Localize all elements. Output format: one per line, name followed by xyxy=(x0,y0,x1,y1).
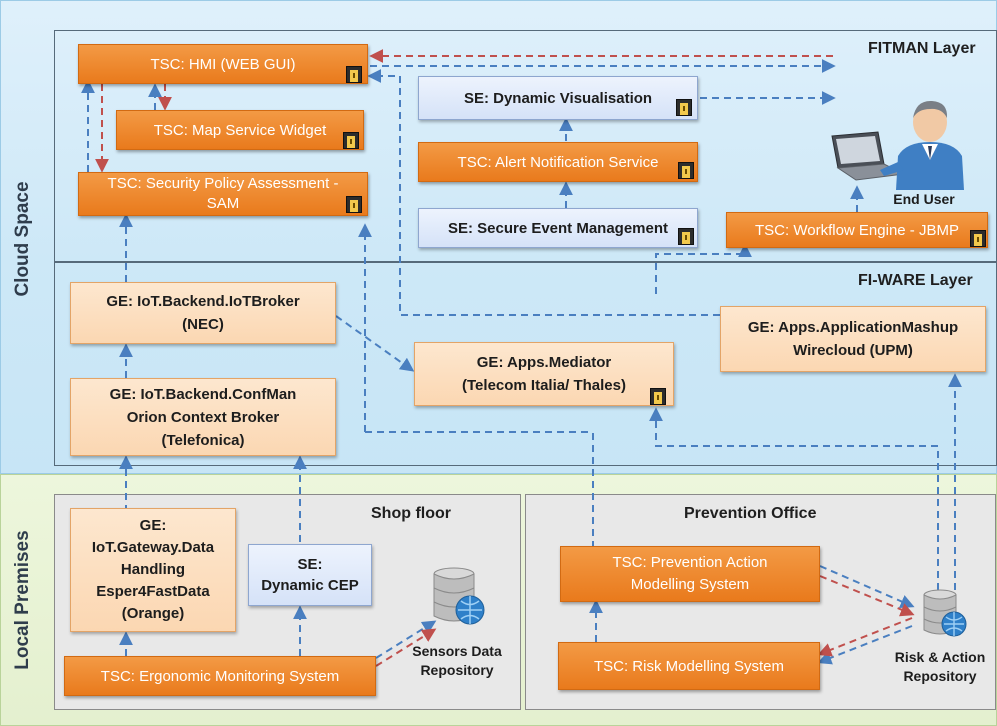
arrow-to-workflow xyxy=(655,243,752,294)
fiware-layer-title: FI-WARE Layer xyxy=(858,272,973,289)
secure-event-management-label: SE: Secure Event Management xyxy=(447,219,669,237)
prevention-office-title: Prevention Office xyxy=(684,505,817,522)
risk-modelling-label: TSC: Risk Modelling System xyxy=(593,657,785,675)
lock-icon xyxy=(650,388,666,405)
sam-label-line1: TSC: Security Policy Assessment - xyxy=(107,175,339,192)
dynamic-cep-label-line2: Dynamic CEP xyxy=(261,577,359,594)
sensors-repository-label-line1: Sensors Data xyxy=(412,643,502,659)
dynamic-cep-label-line1: SE: xyxy=(297,556,323,573)
iot-gateway-box: GE: IoT.Gateway.Data Handling Esper4Fast… xyxy=(70,508,236,632)
application-mashup-box: GE: Apps.ApplicationMashup Wirecloud (UP… xyxy=(720,306,986,372)
secure-event-management-box: SE: Secure Event Management xyxy=(418,208,698,248)
arrow-riskrepo-to-riskmodel-red xyxy=(817,617,913,657)
end-user-icon xyxy=(831,100,964,190)
lock-icon xyxy=(970,230,986,247)
confman-label-line2: Orion Context Broker xyxy=(126,408,280,426)
confman-box: GE: IoT.Backend.ConfMan Orion Context Br… xyxy=(70,378,336,456)
ergonomic-monitoring-box: TSC: Ergonomic Monitoring System xyxy=(64,656,376,696)
apps-mediator-label-line2: (Telecom Italia/ Thales) xyxy=(462,377,626,394)
workflow-engine-label: TSC: Workflow Engine - JBMP xyxy=(755,221,959,239)
arrow-prevention-to-riskrepo xyxy=(819,565,915,608)
map-service-widget-box: TSC: Map Service Widget xyxy=(116,110,364,150)
lock-icon xyxy=(678,228,694,245)
arrow-broker-to-mediator xyxy=(335,315,415,372)
hmi-web-gui-box: TSC: HMI (WEB GUI) xyxy=(78,44,368,84)
risk-repository-label: Risk & Action Repository xyxy=(884,648,996,686)
sensors-repository-label-line2: Repository xyxy=(420,662,494,678)
dynamic-cep-box: SE: Dynamic CEP xyxy=(248,544,372,606)
workflow-engine-box: TSC: Workflow Engine - JBMP xyxy=(726,212,988,248)
risk-repository-label-line2: Repository xyxy=(903,668,977,684)
iot-gateway-label-line3: Handling xyxy=(120,561,186,578)
iot-broker-label-line1: GE: IoT.Backend.IoTBroker xyxy=(106,293,300,310)
confman-label-line1: GE: IoT.Backend.ConfMan xyxy=(109,385,297,403)
lock-icon xyxy=(678,162,694,179)
security-policy-assessment-box: TSC: Security Policy Assessment - SAM xyxy=(78,172,368,216)
sam-label-line2: SAM xyxy=(206,195,240,212)
application-mashup-label-line2: Wirecloud (UPM) xyxy=(793,342,913,359)
hmi-web-gui-label: TSC: HMI (WEB GUI) xyxy=(150,55,296,73)
apps-mediator-box: GE: Apps.Mediator (Telecom Italia/ Thale… xyxy=(414,342,674,406)
iot-gateway-label-line4: Esper4FastData xyxy=(96,583,210,600)
iot-gateway-label-line5: (Orange) xyxy=(121,605,185,622)
dynamic-visualisation-label: SE: Dynamic Visualisation xyxy=(463,89,653,107)
end-user-label: End User xyxy=(893,191,955,207)
lock-icon xyxy=(343,132,359,149)
risk-modelling-box: TSC: Risk Modelling System xyxy=(558,642,820,690)
application-mashup-label-line1: GE: Apps.ApplicationMashup xyxy=(747,319,959,336)
arrow-mashup-to-hmi xyxy=(367,69,720,316)
alert-notification-service-label: TSC: Alert Notification Service xyxy=(457,153,659,171)
dynamic-visualisation-box: SE: Dynamic Visualisation xyxy=(418,76,698,120)
risk-repository-label-line1: Risk & Action xyxy=(894,649,986,665)
sensors-database-icon xyxy=(433,567,485,625)
arrow-riskrepo-to-mediator xyxy=(649,407,939,590)
confman-label-line3: (Telefonica) xyxy=(161,431,245,449)
ergonomic-monitoring-label: TSC: Ergonomic Monitoring System xyxy=(100,667,340,685)
sensors-repository-label: Sensors Data Repository xyxy=(402,642,512,680)
iot-gateway-label-line2: IoT.Gateway.Data xyxy=(91,539,215,556)
alert-notification-service-box: TSC: Alert Notification Service xyxy=(418,142,698,182)
prevention-action-label-line2: Modelling System xyxy=(630,576,750,593)
lock-icon xyxy=(676,99,692,116)
arrow-riskrepo-to-riskmodel xyxy=(817,625,913,665)
iot-broker-box: GE: IoT.Backend.IoTBroker (NEC) xyxy=(70,282,336,344)
prevention-action-modelling-box: TSC: Prevention Action Modelling System xyxy=(560,546,820,602)
apps-mediator-label-line1: GE: Apps.Mediator xyxy=(476,354,612,371)
lock-icon xyxy=(346,66,362,83)
map-service-widget-label: TSC: Map Service Widget xyxy=(153,121,327,139)
arrow-prevention-to-riskrepo-red xyxy=(819,575,915,617)
prevention-action-label-line1: TSC: Prevention Action xyxy=(612,554,768,571)
shop-floor-title: Shop floor xyxy=(371,505,451,522)
fitman-layer-title: FITMAN Layer xyxy=(868,40,976,57)
iot-broker-label-line2: (NEC) xyxy=(182,316,224,333)
lock-icon xyxy=(346,196,362,213)
risk-database-icon xyxy=(923,589,967,637)
iot-gateway-label-line1: GE: xyxy=(139,517,167,534)
